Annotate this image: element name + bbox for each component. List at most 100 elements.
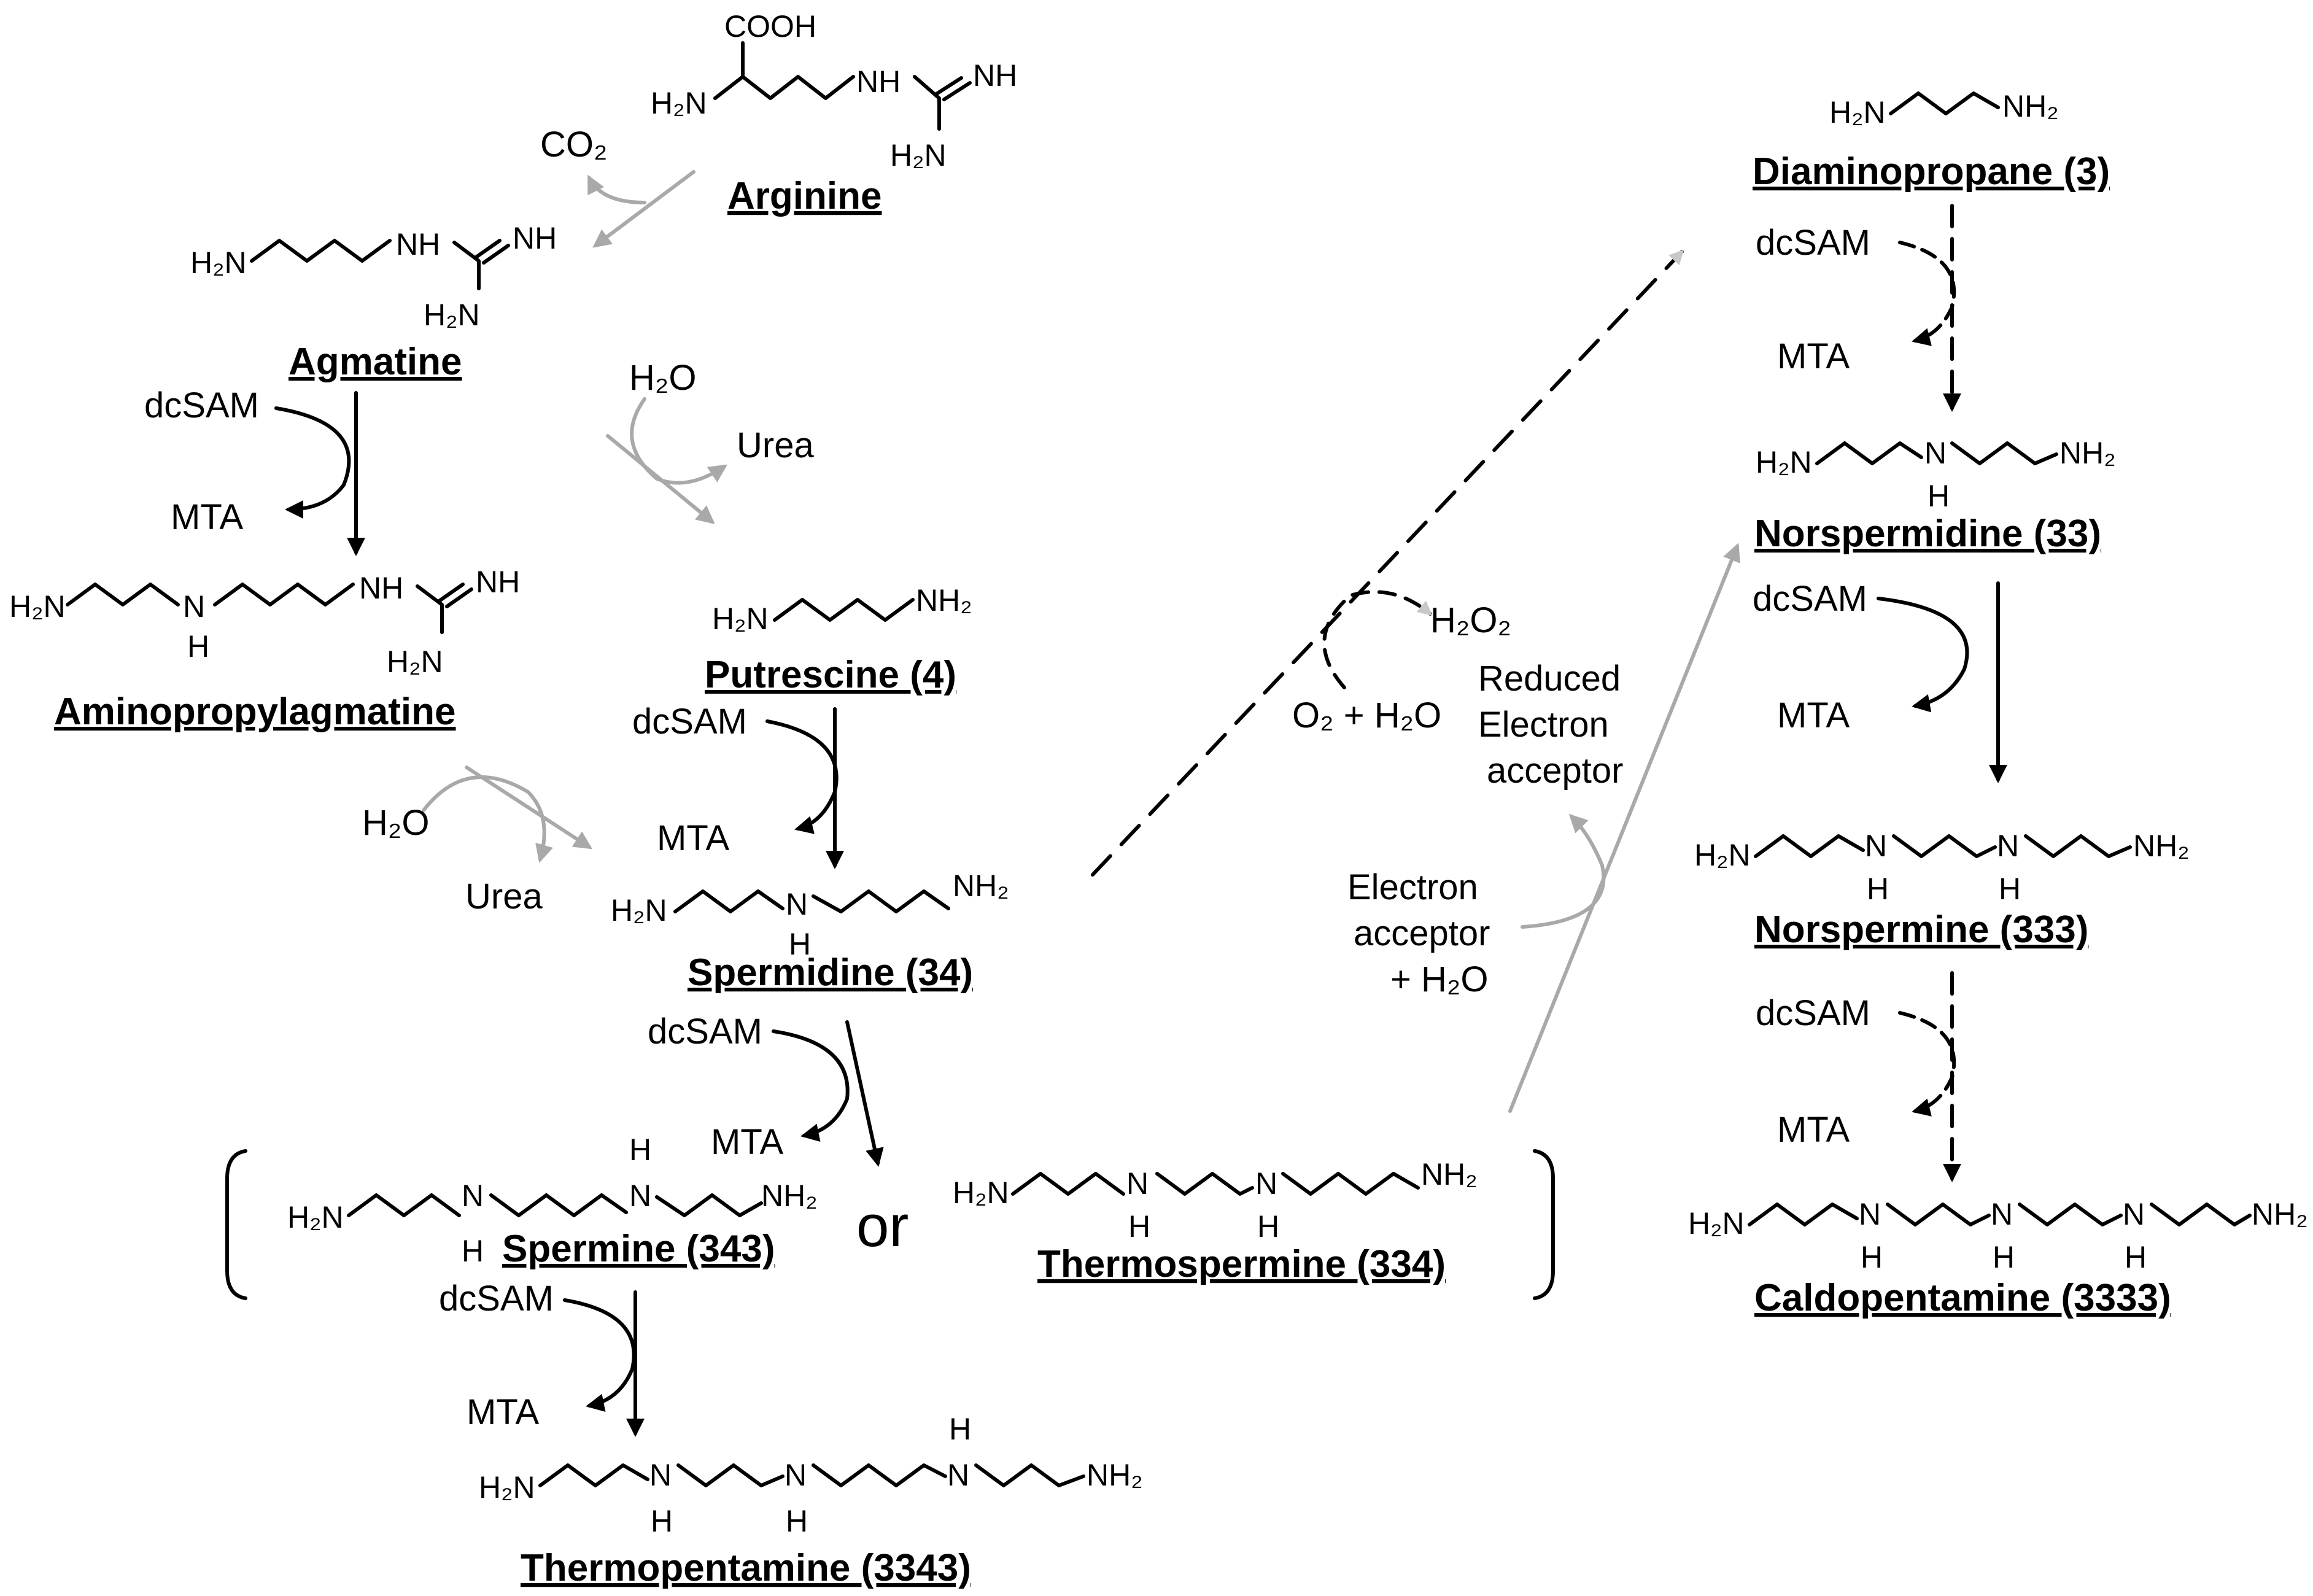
putrescine-h2n: H₂N [712,602,769,636]
thermopentamine-h1: H [651,1504,673,1538]
diaminopropane-dcsam-label: dcSAM [1756,223,1870,263]
diaminopropane-structure: H₂N NH₂ [1829,89,2059,130]
agmatine-name: Agmatine [289,341,462,383]
agmatine-imine-nh: NH [513,221,557,255]
spermidine-h: H [789,927,811,961]
diaminopropane-h2n: H₂N [1829,95,1886,130]
or-label: or [856,1193,909,1259]
caldopentamine-h2n: H₂N [1688,1206,1745,1241]
thermospermine-n2: N [1255,1166,1277,1201]
thermospermine-n1: N [1126,1166,1149,1201]
dehydrogenase-curve [1521,813,1606,929]
aminopropylagmatine-to-spermidine-arrow [465,765,593,850]
putrescine-dcsam-curve [765,719,839,834]
putrescine-structure: H₂N NH₂ [712,583,972,636]
aminopropylagmatine-h: H [187,629,209,664]
spermidine-to-tetraamine-arrow [845,1020,884,1167]
left-bracket [225,1149,247,1300]
h2o2-label: H₂O₂ [1430,600,1511,640]
caldopentamine-n3: N [2123,1197,2145,1231]
aminopropylagmatine-h2n: H₂N [9,589,66,624]
spermidine-to-diaminopropane-dashed-arrow [1091,249,1684,877]
norspermine-nh2: NH₂ [2133,829,2190,863]
reduced-acceptor-line3: acceptor [1487,751,1623,791]
norspermine-mta-label: MTA [1777,1110,1850,1150]
aminopropylagmatine-n: N [183,589,205,624]
norspermine-structure: H₂N N H N H NH₂ [1694,829,2190,906]
agmatine-h2n: H₂N [190,246,247,280]
norspermidine-h2n: H₂N [1756,445,1812,479]
thermopentamine-n1: N [649,1458,672,1492]
spermine-n2: N [629,1179,651,1213]
thermopentamine-structure: H₂N N H N H N H NH₂ [479,1412,1143,1538]
thermospermine-h2n: H₂N [953,1176,1009,1210]
spermine-n1: N [462,1179,484,1213]
aminopropylagmatine-imine-nh: NH [476,565,520,599]
norspermidine-nh2: NH₂ [2059,436,2116,470]
aminopropylagmatine-name: Aminopropylagmatine [54,691,456,733]
caldopentamine-n1: N [1859,1197,1881,1231]
spermine-dcsam-label: dcSAM [439,1279,554,1319]
thermospermine-h2: H [1257,1209,1279,1244]
agmatine-urea-label: Urea [737,425,814,465]
aminopropylagmatine-structure: H₂N N H NH NH H₂N [9,565,520,679]
norspermine-name: Norspermine (333) [1754,908,2088,951]
thermospermine-nh2: NH₂ [1421,1157,1478,1191]
spermidine-mta-label: MTA [711,1122,783,1162]
aminopropylagmatine-urea-label: Urea [465,877,543,916]
spermidine-name: Spermidine (34) [688,951,973,994]
oxidation-dashed-curve [1322,590,1433,689]
o2-h2o-label: O₂ + H₂O [1292,695,1441,735]
norspermidine-mta-label: MTA [1777,695,1850,735]
spermine-h2n: H₂N [287,1200,344,1234]
reduced-acceptor-line2: Electron [1478,705,1609,745]
spermine-h1: H [462,1234,484,1268]
agmatine-dcsam-curve [274,406,351,519]
diaminopropane-nh2: NH₂ [2002,89,2059,123]
caldopentamine-h1: H [1861,1240,1883,1274]
norspermine-h2n: H₂N [1694,838,1751,872]
co2-release-arrow [587,174,646,204]
thermopentamine-n3: N [947,1458,969,1492]
aminopropylagmatine-guanidino-h2n: H₂N [387,645,443,679]
caldopentamine-name: Caldopentamine (3333) [1754,1277,2171,1319]
putrescine-nh2: NH₂ [916,583,972,618]
spermidine-nh2: NH₂ [953,869,1009,903]
norspermine-dcsam-curve [1898,1011,1956,1117]
norspermidine-dcsam-label: dcSAM [1753,579,1867,619]
spermidine-h2n: H₂N [611,893,667,928]
thermopentamine-h2n: H₂N [479,1470,535,1505]
norspermidine-name: Norspermidine (33) [1754,513,2101,555]
norspermine-h2: H [1999,872,2021,906]
arginine-name: Arginine [727,175,881,217]
spermine-nh2: NH₂ [761,1179,818,1213]
arginine-to-agmatine-arrow [592,170,695,248]
aminopropylagmatine-nh: NH [359,571,403,605]
agmatine-structure: H₂N NH NH H₂N [190,221,557,332]
putrescine-name: Putrescine (4) [705,654,956,696]
norspermidine-n: N [1924,436,1947,470]
electron-acceptor-line1: Electron [1347,867,1478,907]
spermidine-dcsam-label: dcSAM [648,1012,762,1052]
spermine-structure: H₂N N H N H NH₂ [287,1133,818,1268]
thermopentamine-h2: H [786,1504,808,1538]
norspermidine-structure: H₂N N H NH₂ [1756,436,2116,513]
co2-label: CO₂ [540,125,608,165]
norspermine-n1: N [1865,829,1887,863]
electron-acceptor-line3: + H₂O [1390,959,1489,999]
norspermidine-dcsam-curve [1877,597,1969,713]
electron-acceptor-line2: acceptor [1354,913,1490,953]
thermopentamine-h3: H [949,1412,971,1446]
caldopentamine-structure: H₂N N H N H N H NH₂ [1688,1197,2308,1274]
agmatine-mta-label: MTA [171,497,243,537]
spermine-mta-label: MTA [467,1392,539,1432]
spermine-h2: H [629,1133,651,1167]
norspermine-n2: N [1997,829,2019,863]
right-bracket [1533,1149,1555,1300]
caldopentamine-nh2: NH₂ [2252,1197,2308,1231]
thermospermine-to-norspermidine-arrow [1508,543,1740,1113]
spermidine-n: N [786,887,808,921]
thermospermine-name: Thermospermine (334) [1037,1243,1446,1285]
diaminopropane-name: Diaminopropane (3) [1753,150,2110,193]
